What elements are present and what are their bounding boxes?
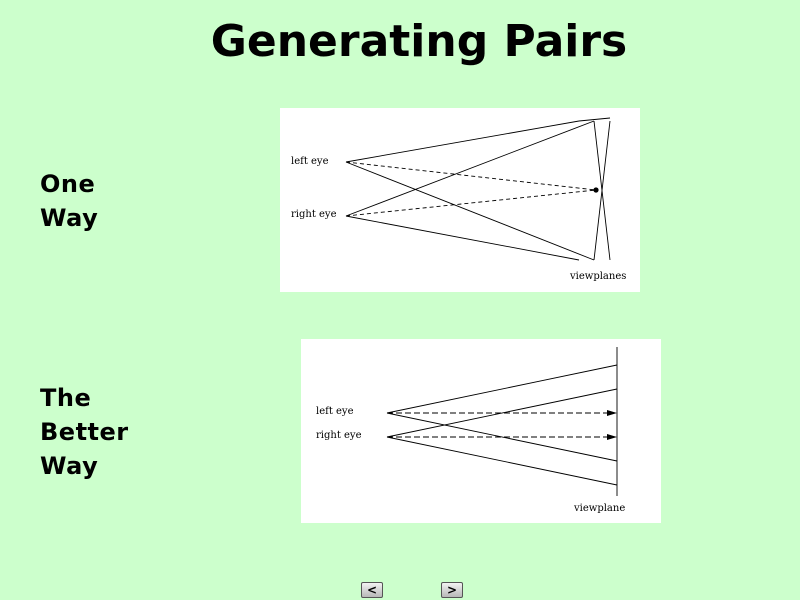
section-two-label-line: Way [40, 452, 99, 480]
section-one-label-line: Way [40, 204, 99, 232]
convergence-point [593, 187, 599, 193]
parallel-diagram: left eye right eye viewplane [316, 347, 625, 514]
viewplane-top-edge [578, 117, 611, 122]
left-eye-ray-bottom [386, 412, 618, 462]
slide-title: Generating Pairs [210, 16, 628, 67]
next-slide-button[interactable]: > [441, 582, 463, 598]
right-eye-ray-top [345, 120, 595, 217]
right-eye-label: right eye [316, 430, 362, 441]
right-eye-label: right eye [291, 209, 337, 220]
right-eye-ray-bottom [345, 215, 580, 261]
section-two-label: The Better Way [40, 381, 129, 483]
viewplanes-label: viewplanes [569, 271, 626, 282]
previous-slide-button[interactable]: < [361, 582, 383, 598]
section-two-label-line: The [40, 384, 92, 412]
section-one-label-line: One [40, 170, 96, 198]
right-eye-ray-top [386, 388, 618, 438]
toed-in-diagram: left eye right eye viewplanes [291, 117, 626, 282]
left-eye-arrowhead [607, 410, 617, 416]
left-eye-ray-bottom [345, 161, 595, 261]
left-eye-ray-top [345, 120, 580, 163]
viewplane-label: viewplane [573, 503, 625, 514]
right-eye-arrowhead [607, 434, 617, 440]
section-one-label: One Way [40, 167, 98, 235]
right-eye-center-line [345, 189, 597, 217]
left-eye-ray-top [386, 364, 618, 414]
right-eye-ray-bottom [386, 436, 618, 486]
section-two-label-line: Better [40, 418, 129, 446]
left-eye-label: left eye [316, 406, 354, 417]
viewplane-right-eye [593, 120, 611, 261]
left-eye-label: left eye [291, 156, 329, 167]
figure-toed-in-viewplanes: left eye right eye viewplanes [280, 108, 640, 292]
figure-parallel-viewplane: left eye right eye viewplane [301, 339, 661, 523]
left-eye-center-line [345, 161, 597, 191]
